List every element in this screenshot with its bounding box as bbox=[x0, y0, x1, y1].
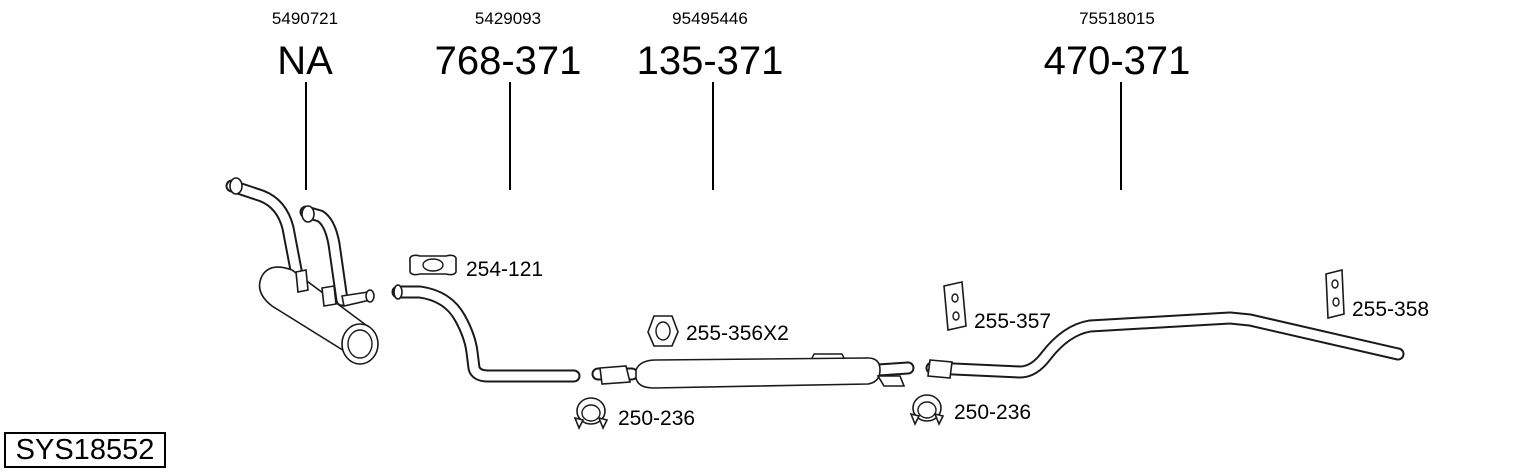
clamp-254-121-icon[interactable] bbox=[409, 254, 457, 276]
accessory-label-255-358: 255-358 bbox=[1352, 298, 1429, 321]
middle-silencer-illustration[interactable] bbox=[591, 353, 915, 389]
oem-number-middle-silencer: 95495446 bbox=[672, 9, 748, 28]
front-section-illustration[interactable] bbox=[225, 177, 379, 365]
clamp-250-236-right-icon[interactable] bbox=[909, 394, 945, 426]
oem-number-front-section: 5490721 bbox=[272, 9, 338, 28]
part-number-middle-silencer[interactable]: 135-371 bbox=[637, 39, 784, 83]
accessory-label-254-121: 254-121 bbox=[466, 258, 543, 281]
accessory-label-255-357: 255-357 bbox=[974, 310, 1051, 333]
tail-pipe-illustration[interactable] bbox=[925, 311, 1405, 379]
front-pipe-illustration[interactable] bbox=[391, 284, 581, 383]
system-code-box: SYS18552 bbox=[4, 432, 166, 468]
accessory-label-250-236-right: 250-236 bbox=[954, 401, 1031, 424]
hanger-255-357-icon[interactable] bbox=[943, 281, 967, 331]
oem-number-tail-pipe: 75518015 bbox=[1079, 9, 1155, 28]
accessory-label-250-236-left: 250-236 bbox=[618, 407, 695, 430]
accessory-label-255-356X2: 255-356X2 bbox=[686, 322, 789, 345]
part-number-tail-pipe[interactable]: 470-371 bbox=[1044, 39, 1191, 83]
rubber-ring-255-356-icon[interactable] bbox=[647, 315, 679, 347]
part-number-front-section[interactable]: NA bbox=[277, 39, 333, 83]
part-number-front-pipe[interactable]: 768-371 bbox=[435, 39, 582, 83]
oem-number-front-pipe: 5429093 bbox=[475, 9, 541, 28]
hanger-255-358-icon[interactable] bbox=[1325, 268, 1345, 320]
clamp-250-236-left-icon[interactable] bbox=[573, 397, 609, 430]
